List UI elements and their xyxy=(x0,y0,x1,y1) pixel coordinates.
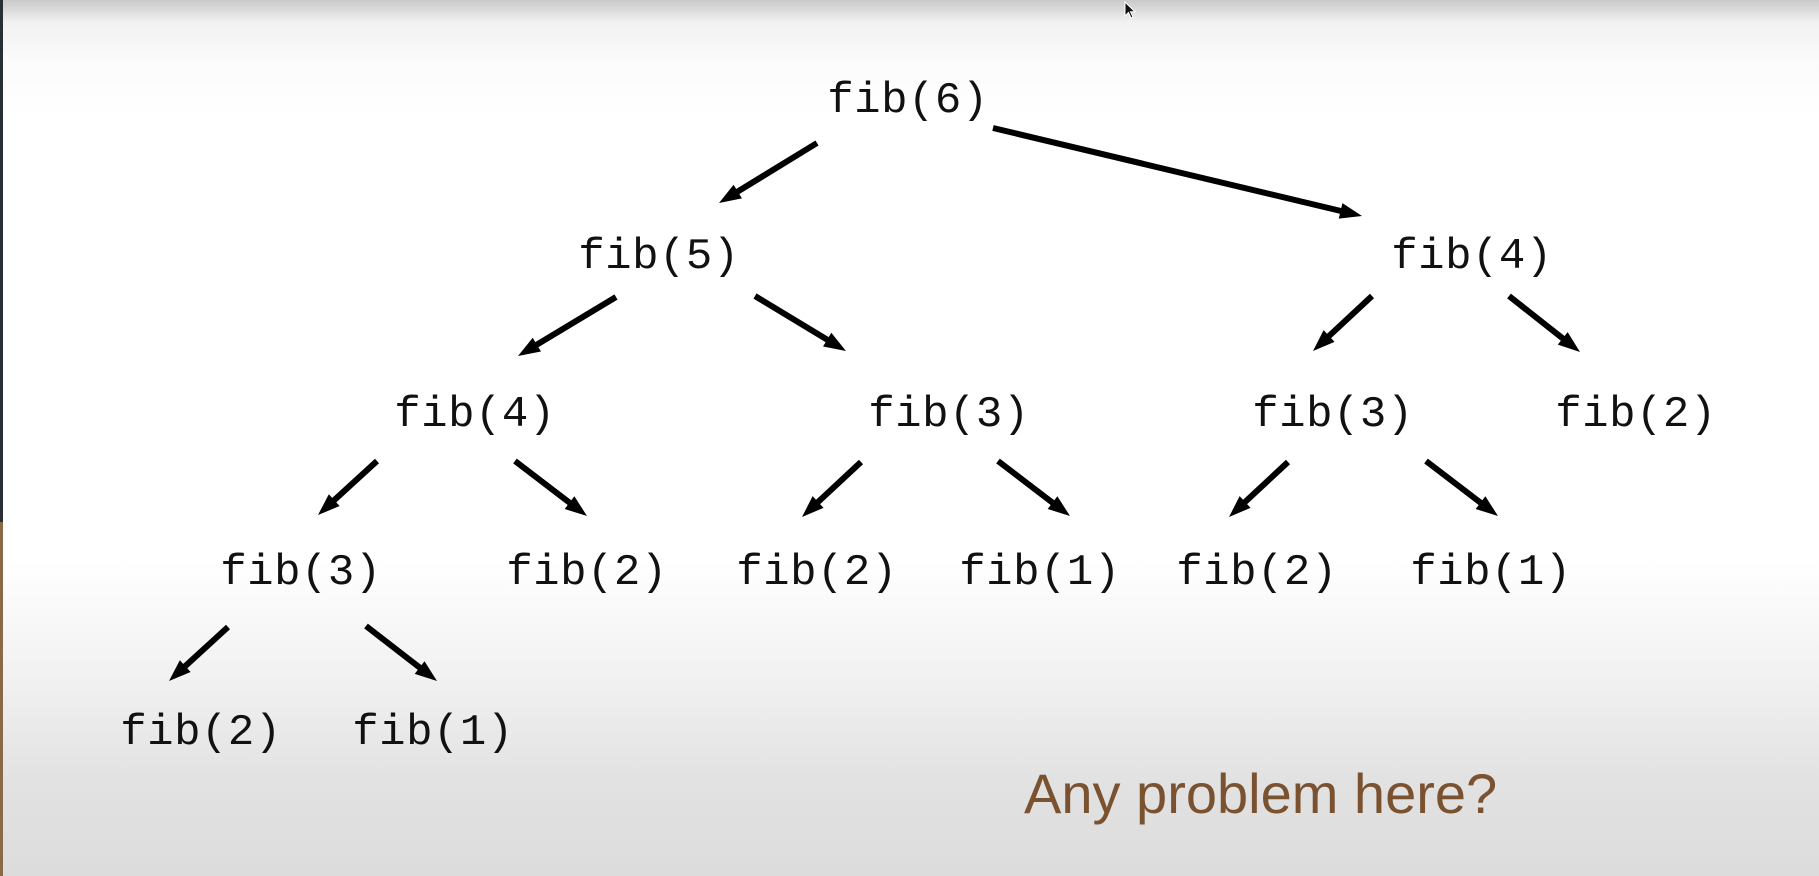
node-fib-2: fib(2) xyxy=(506,548,668,598)
edge-arrow-n6-to-n5 xyxy=(719,140,819,203)
arrowhead xyxy=(823,332,846,351)
node-fib-5: fib(5) xyxy=(578,232,740,282)
arrow-shaft xyxy=(992,125,1344,215)
mouse-cursor-icon xyxy=(1124,1,1137,19)
arrow-shaft xyxy=(814,459,864,506)
node-fib-4-left: fib(4) xyxy=(394,390,556,440)
edge-arrow-n3m-to-n1a xyxy=(996,458,1070,516)
arrowhead xyxy=(169,660,191,681)
arrowhead xyxy=(1338,203,1362,219)
arrowhead xyxy=(318,494,340,515)
arrowhead xyxy=(1229,496,1251,517)
node-fib-3-left: fib(3) xyxy=(220,548,382,598)
arrow-shaft xyxy=(533,294,618,349)
edge-arrow-n3r-to-n2c xyxy=(1229,459,1291,517)
edge-arrow-n5-to-n3m xyxy=(753,293,846,351)
edge-arrow-n6-to-n4r xyxy=(992,125,1362,219)
arrow-shaft xyxy=(734,140,819,196)
arrowhead xyxy=(719,184,742,203)
left-edge-strip-brown xyxy=(0,522,3,876)
edge-arrow-n4r-to-n2r1 xyxy=(1507,293,1580,352)
arrow-shaft xyxy=(1325,293,1375,340)
edge-arrow-n3l-to-n2d xyxy=(169,624,231,681)
node-fib-2-far-right: fib(2) xyxy=(1555,390,1717,440)
arrowhead xyxy=(1557,332,1580,352)
node-fib-2: fib(2) xyxy=(1176,548,1338,598)
node-fib-2: fib(2) xyxy=(120,708,282,758)
node-fib-6: fib(6) xyxy=(827,76,989,126)
edge-arrow-n3m-to-n2b xyxy=(802,459,864,517)
edge-arrow-n4r-to-n3r xyxy=(1313,293,1375,351)
arrowhead xyxy=(518,337,541,356)
arrowhead xyxy=(1047,496,1070,516)
node-fib-2: fib(2) xyxy=(736,548,898,598)
node-fib-1: fib(1) xyxy=(959,548,1121,598)
arrow-shaft xyxy=(513,458,573,507)
edge-arrow-n5-to-n4l xyxy=(518,294,618,356)
caption-question: Any problem here? xyxy=(1024,762,1498,825)
arrowhead xyxy=(414,661,437,681)
node-fib-1: fib(1) xyxy=(1410,548,1572,598)
arrowhead xyxy=(1313,330,1335,351)
arrow-shaft xyxy=(1507,293,1567,342)
left-edge-strip-dark xyxy=(0,0,3,522)
arrow-shaft xyxy=(1241,459,1291,506)
arrow-shaft xyxy=(364,623,424,672)
edge-arrow-n3r-to-n1b xyxy=(1424,458,1498,516)
node-fib-3-middle: fib(3) xyxy=(868,390,1030,440)
edge-arrow-n4l-to-n3l xyxy=(318,458,380,515)
node-fib-4-right: fib(4) xyxy=(1391,232,1553,282)
edge-arrow-n4l-to-n2a xyxy=(513,458,587,516)
arrowhead xyxy=(802,496,824,517)
node-fib-1: fib(1) xyxy=(352,708,514,758)
arrow-shaft xyxy=(181,624,231,670)
arrow-shaft xyxy=(330,458,380,504)
arrow-shaft xyxy=(1424,458,1484,507)
arrowhead xyxy=(564,496,587,516)
arrowhead xyxy=(1475,496,1498,516)
arrow-shaft xyxy=(753,293,831,344)
edge-arrow-n3l-to-n1c xyxy=(364,623,437,681)
arrow-shaft xyxy=(996,458,1056,507)
node-fib-3-right: fib(3) xyxy=(1252,390,1414,440)
